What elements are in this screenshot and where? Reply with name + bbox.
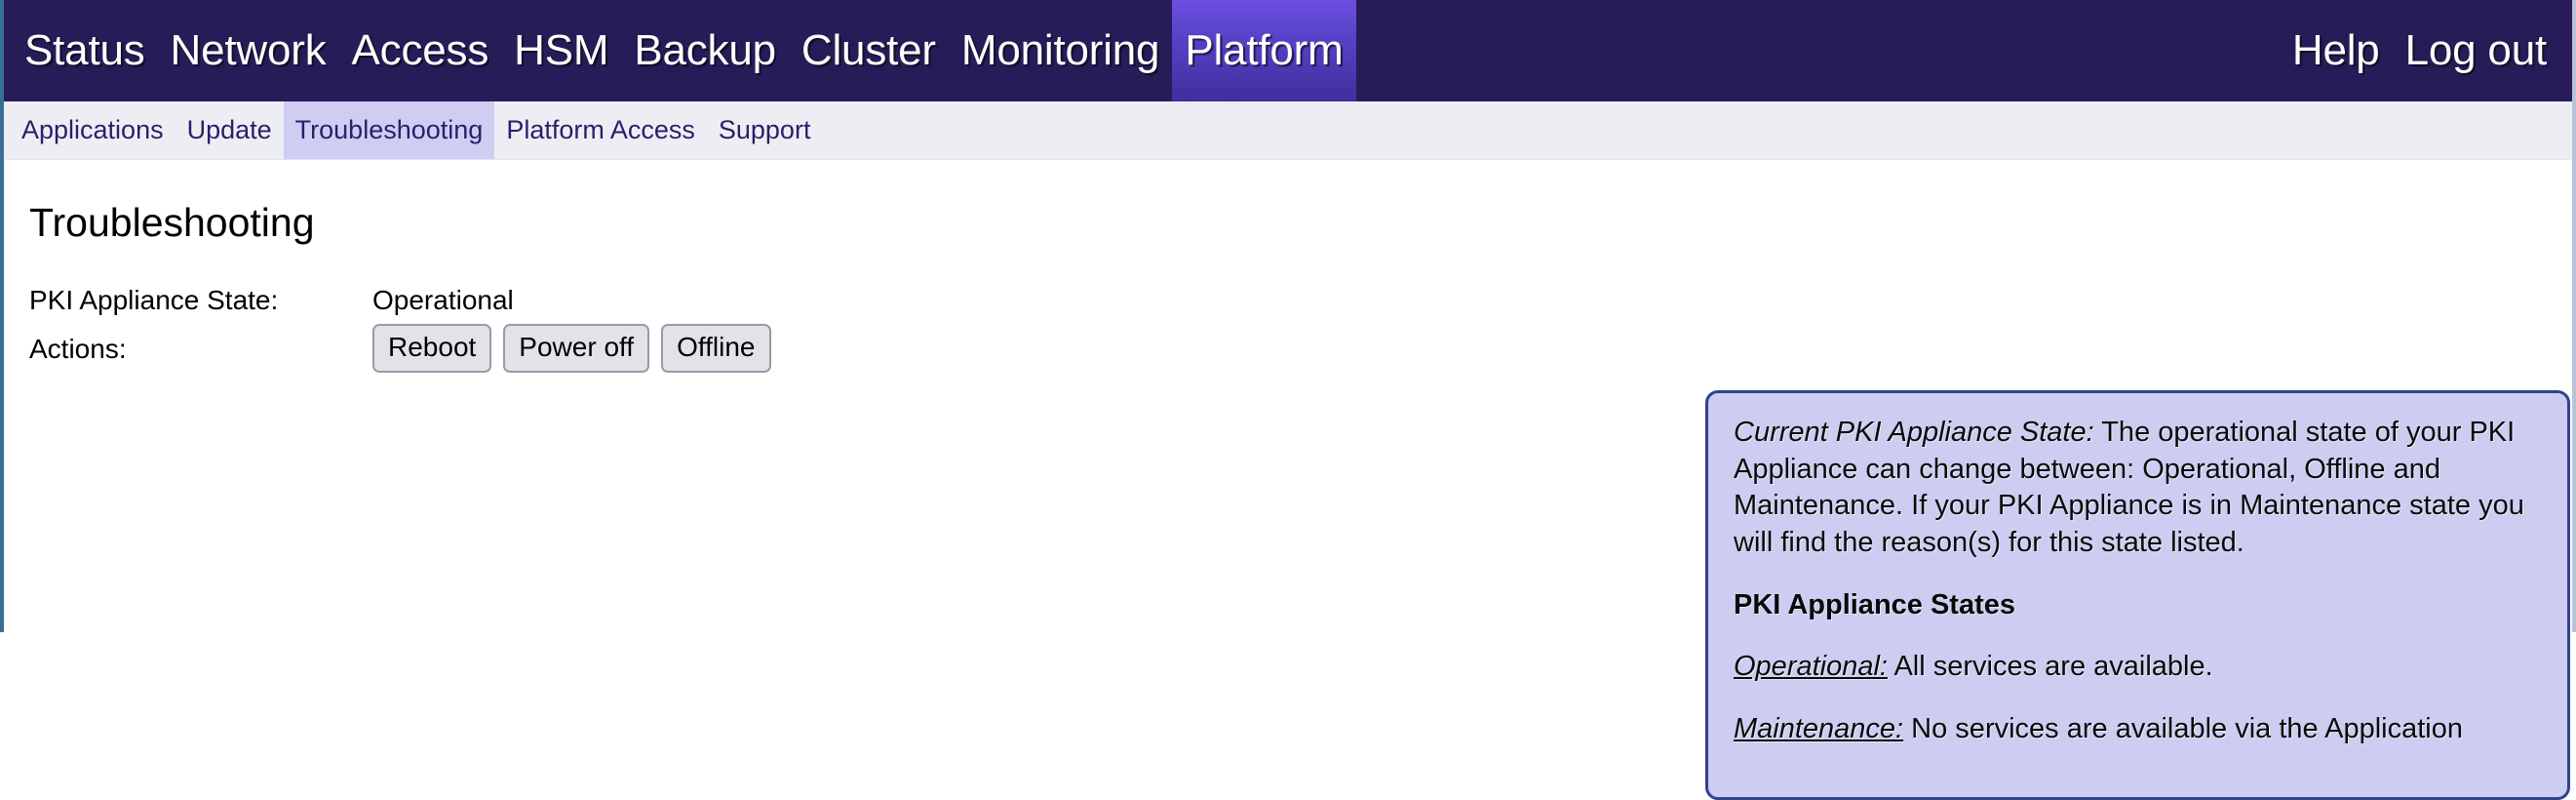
- logout-link[interactable]: Log out: [2404, 26, 2548, 74]
- subnav-item-applications[interactable]: Applications: [21, 115, 164, 144]
- info-body-operational: All services are available.: [1888, 651, 2213, 683]
- page-title: Troubleshooting: [29, 200, 315, 245]
- nav-item-hsm[interactable]: HSM: [514, 26, 609, 74]
- actions-label: Actions:: [29, 333, 127, 364]
- reboot-button[interactable]: Reboot: [372, 324, 492, 374]
- secondary-navigation-bar: Applications Update Troubleshooting Plat…: [4, 101, 2572, 160]
- subnav-item-update[interactable]: Update: [186, 115, 272, 144]
- info-paragraph-maintenance: Maintenance: No services are available v…: [1734, 711, 2542, 748]
- nav-item-network[interactable]: Network: [170, 26, 327, 74]
- nav-item-access[interactable]: Access: [351, 26, 489, 74]
- primary-nav-items: Status Network Access HSM Backup Cluster…: [12, 0, 2265, 101]
- offline-button[interactable]: Offline: [661, 324, 771, 374]
- subnav-item-platform-access[interactable]: Platform Access: [506, 115, 695, 144]
- power-off-button[interactable]: Power off: [503, 324, 650, 374]
- subnav-item-troubleshooting[interactable]: Troubleshooting: [283, 101, 495, 159]
- info-lead-operational: Operational:: [1734, 651, 1888, 683]
- info-body-maintenance: No services are available via the Applic…: [1903, 713, 2463, 745]
- info-heading-appliance-states: PKI Appliance States: [1734, 588, 2016, 620]
- appliance-state-form: PKI Appliance State: Operational Actions…: [29, 284, 2572, 374]
- info-lead-maintenance: Maintenance:: [1734, 713, 1904, 745]
- subnav-item-support[interactable]: Support: [718, 115, 811, 144]
- help-link[interactable]: Help: [2291, 26, 2380, 74]
- info-body-current-state: The operational state of your PKI Applia…: [1734, 417, 2524, 559]
- info-paragraph-current-state: Current PKI Appliance State: The operati…: [1734, 415, 2542, 562]
- nav-item-status[interactable]: Status: [24, 26, 145, 74]
- nav-item-monitoring[interactable]: Monitoring: [960, 26, 1160, 74]
- main-content: Troubleshooting PKI Appliance State: Ope…: [4, 160, 2572, 800]
- help-info-panel: Current PKI Appliance State: The operati…: [1705, 390, 2570, 800]
- appliance-state-value: Operational: [372, 285, 514, 315]
- nav-item-backup[interactable]: Backup: [634, 26, 776, 74]
- nav-item-cluster[interactable]: Cluster: [800, 26, 936, 74]
- actions-button-group: Reboot Power off Offline: [372, 324, 2572, 374]
- info-paragraph-operational: Operational: All services are available.: [1734, 649, 2542, 686]
- info-lead-current-state: Current PKI Appliance State:: [1734, 417, 2094, 448]
- appliance-state-label: PKI Appliance State:: [29, 285, 279, 315]
- nav-item-platform[interactable]: Platform: [1172, 0, 1356, 101]
- primary-navigation-bar: Status Network Access HSM Backup Cluster…: [4, 0, 2572, 101]
- primary-nav-utility-items: Help Log out: [2265, 0, 2555, 101]
